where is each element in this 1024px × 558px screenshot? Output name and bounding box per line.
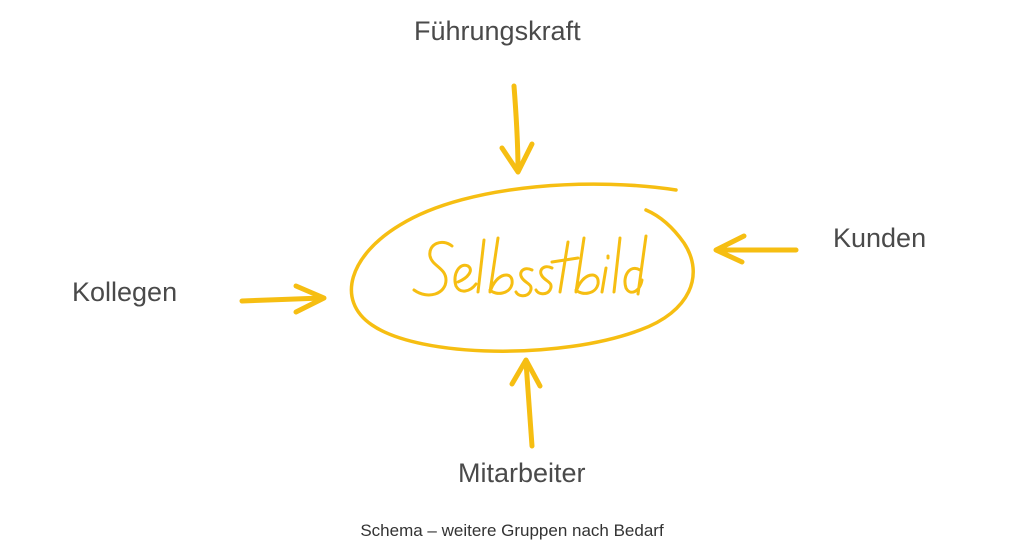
center-handwriting	[412, 234, 648, 298]
arrow-from-left	[239, 283, 327, 315]
diagram-caption: Schema – weitere Gruppen nach Bedarf	[360, 521, 664, 540]
source-label-right: Kunden	[833, 223, 927, 253]
source-label-left: Kollegen	[72, 277, 178, 307]
source-label-top: Führungskraft	[414, 16, 581, 46]
source-label-bottom: Mitarbeiter	[458, 458, 586, 488]
arrow-from-bottom	[509, 357, 543, 449]
center-ellipse	[349, 182, 695, 353]
arrow-from-right	[713, 233, 799, 265]
arrow-from-top	[499, 83, 535, 175]
